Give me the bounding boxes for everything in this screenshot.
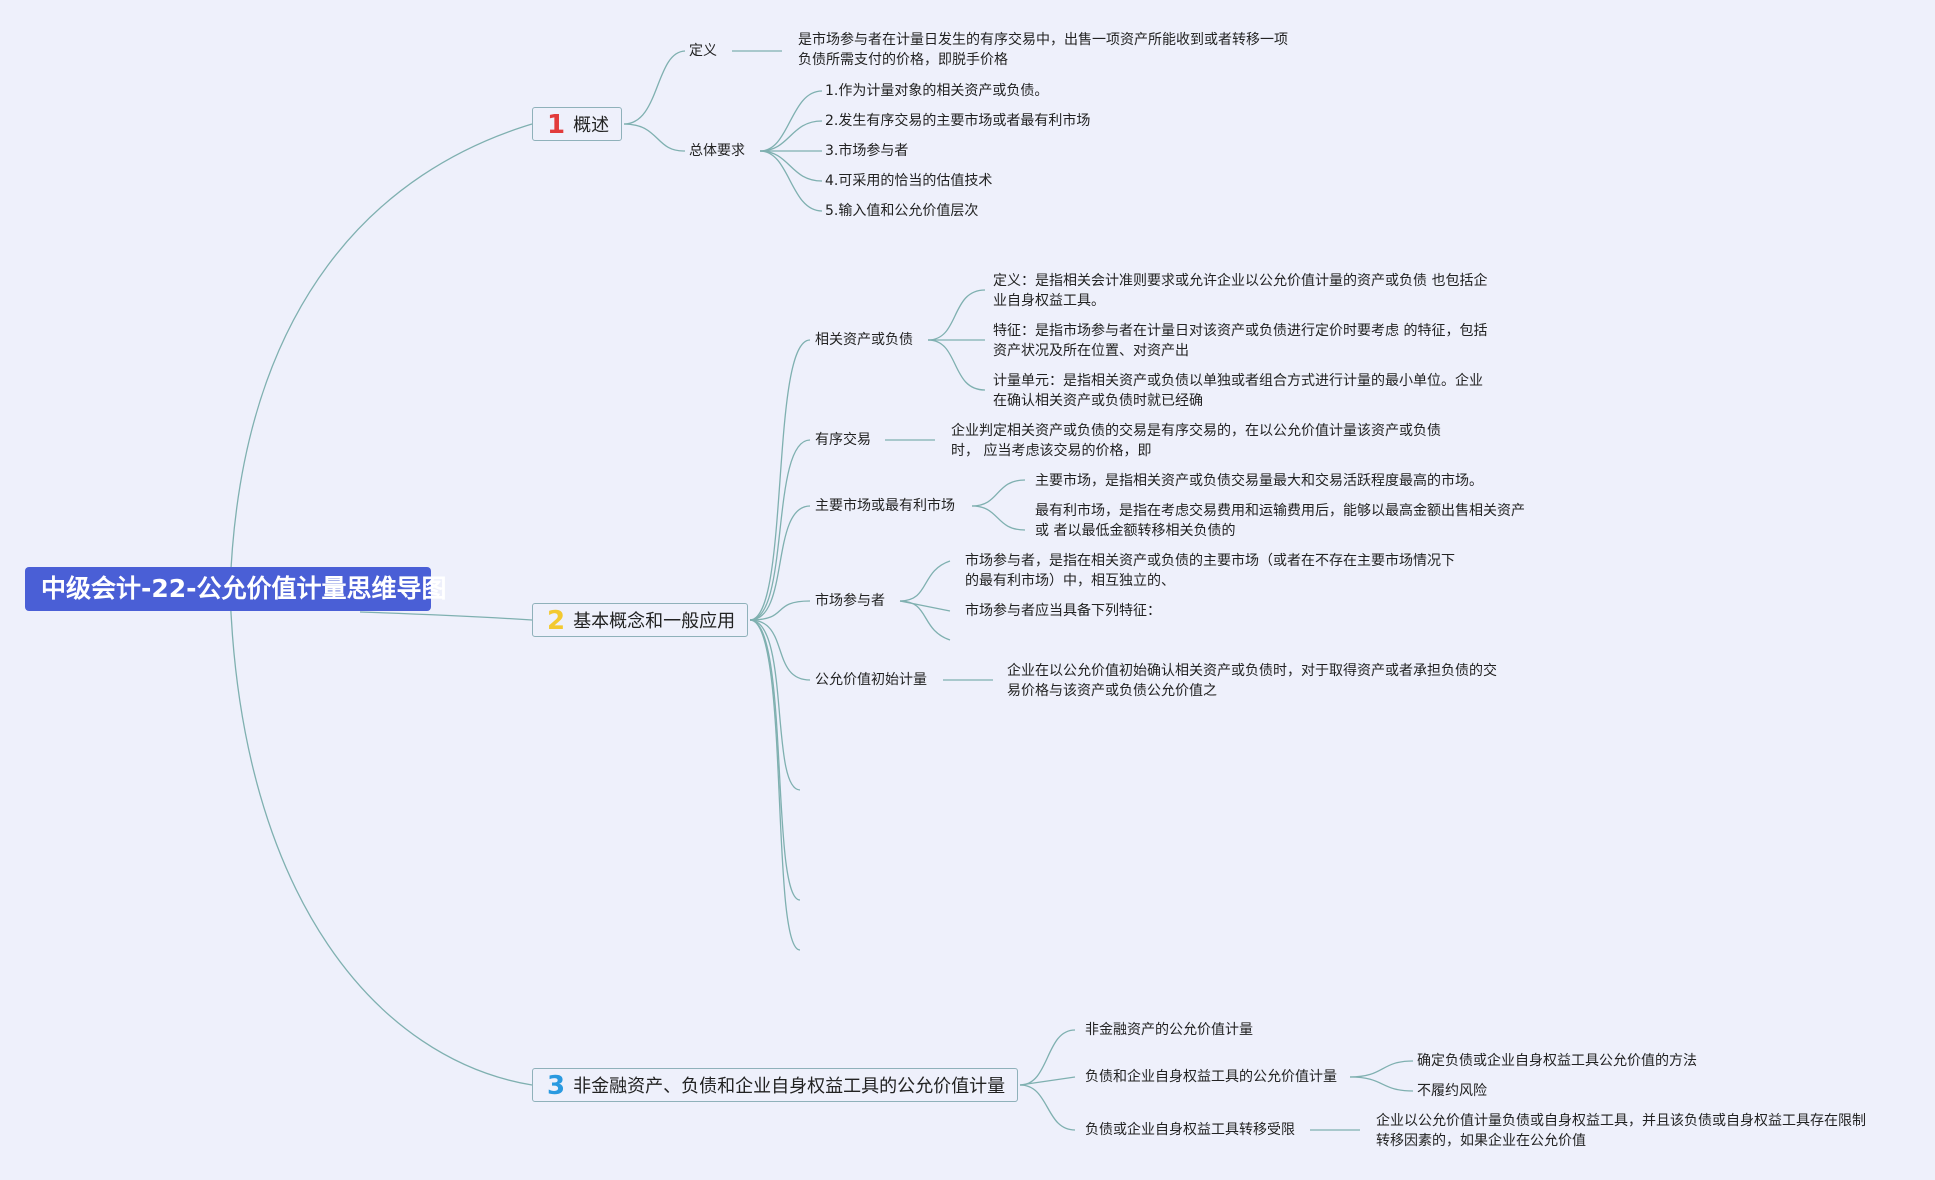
rel-unit-1: 计量单元：是指相关资产或负债以单独或者组合方式进行计量的最小单位。企业 — [993, 373, 1483, 389]
connector-root-b3 — [229, 589, 533, 1086]
node-liabilities-equity[interactable]: 负债和企业自身权益工具的公允价值计量 — [1085, 1069, 1337, 1085]
node-nonfinancial-assets[interactable]: 非金融资产的公允价值计量 — [1085, 1022, 1253, 1038]
rel-unit-2: 在确认相关资产或负债时就已经确 — [993, 393, 1203, 409]
req-item-5[interactable]: 5.输入值和公允价值层次 — [825, 203, 979, 219]
restr-text-1: 企业以公允价值计量负债或自身权益工具，并且该负债或自身权益工具存在限制 — [1376, 1113, 1866, 1129]
branch-basic-concepts[interactable]: 2 基本概念和一般应用 — [532, 603, 749, 637]
node-transfer-restricted[interactable]: 负债或企业自身权益工具转移受限 — [1085, 1122, 1295, 1138]
par-def-1: 市场参与者，是指在相关资产或负债的主要市场（或者在不存在主要市场情况下 — [965, 553, 1455, 569]
rel-def-2: 业自身权益工具。 — [993, 293, 1105, 309]
branch-number-1: 1 — [547, 110, 566, 140]
branch-label: 概述 — [573, 115, 610, 136]
mkt-main-text: 主要市场，是指相关资产或负债交易量最大和交易活跃程度最高的市场。 — [1035, 473, 1483, 489]
rel-def-1: 定义：是指相关会计准则要求或允许企业以公允价值计量的资产或负债 也包括企 — [993, 273, 1488, 289]
node-definition[interactable]: 定义 — [689, 43, 717, 59]
liab-risk[interactable]: 不履约风险 — [1417, 1083, 1487, 1099]
node-market-participants[interactable]: 市场参与者 — [815, 593, 885, 609]
req-item-4[interactable]: 4.可采用的恰当的估值技术 — [825, 173, 993, 189]
branch-number-2: 2 — [547, 606, 566, 636]
branch-label: 基本概念和一般应用 — [573, 611, 736, 632]
rel-feat-1: 特征：是指市场参与者在计量日对该资产或负债进行定价时要考虑 的特征，包括 — [993, 323, 1488, 339]
connector-root-b1 — [229, 123, 533, 591]
liab-method[interactable]: 确定负债或企业自身权益工具公允价值的方法 — [1417, 1053, 1697, 1069]
par-feat: 市场参与者应当具备下列特征： — [965, 603, 1161, 619]
branch-label: 非金融资产、负债和企业自身权益工具的公允价值计量 — [573, 1076, 1006, 1097]
init-text-1: 企业在以公允价值初始确认相关资产或负债时，对于取得资产或者承担负债的交 — [1007, 663, 1497, 679]
root-topic[interactable]: 中级会计-22-公允价值计量思维导图 — [25, 567, 447, 611]
par-def-2: 的最有利市场）中，相互独立的、 — [965, 573, 1175, 589]
node-definition-text-2: 负债所需支付的价格，即脱手价格 — [798, 52, 1008, 68]
req-item-2[interactable]: 2.发生有序交易的主要市场或者最有利市场 — [825, 113, 1091, 129]
branch-nonfinancial[interactable]: 3 非金融资产、负债和企业自身权益工具的公允价值计量 — [532, 1068, 1019, 1102]
ord-text-2: 时， 应当考虑该交易的价格，即 — [951, 443, 1152, 459]
node-general-requirements[interactable]: 总体要求 — [689, 143, 745, 159]
branch-overview[interactable]: 1 概述 — [532, 107, 623, 141]
rel-feat-2: 资产状况及所在位置、对资产出 — [993, 343, 1189, 359]
req-item-1[interactable]: 1.作为计量对象的相关资产或负债。 — [825, 83, 1049, 99]
req-item-3[interactable]: 3.市场参与者 — [825, 143, 909, 159]
connector-root-b2 — [359, 611, 533, 621]
mkt-best-1: 最有利市场，是指在考虑交易费用和运输费用后，能够以最高金额出售相关资产 — [1035, 503, 1525, 519]
restr-text-2: 转移因素的，如果企业在公允价值 — [1376, 1133, 1586, 1149]
node-orderly-transaction[interactable]: 有序交易 — [815, 432, 871, 448]
node-related-asset[interactable]: 相关资产或负债 — [815, 332, 913, 348]
init-text-2: 易价格与该资产或负债公允价值之 — [1007, 683, 1217, 699]
node-definition-text-1: 是市场参与者在计量日发生的有序交易中，出售一项资产所能收到或者转移一项 — [798, 32, 1288, 48]
node-main-market[interactable]: 主要市场或最有利市场 — [815, 498, 955, 514]
ord-text-1: 企业判定相关资产或负债的交易是有序交易的，在以公允价值计量该资产或负债 — [951, 423, 1441, 439]
mkt-best-2: 或 者以最低金额转移相关负债的 — [1035, 523, 1236, 539]
node-initial-measurement[interactable]: 公允价值初始计量 — [815, 672, 927, 688]
branch-number-3: 3 — [547, 1071, 566, 1101]
